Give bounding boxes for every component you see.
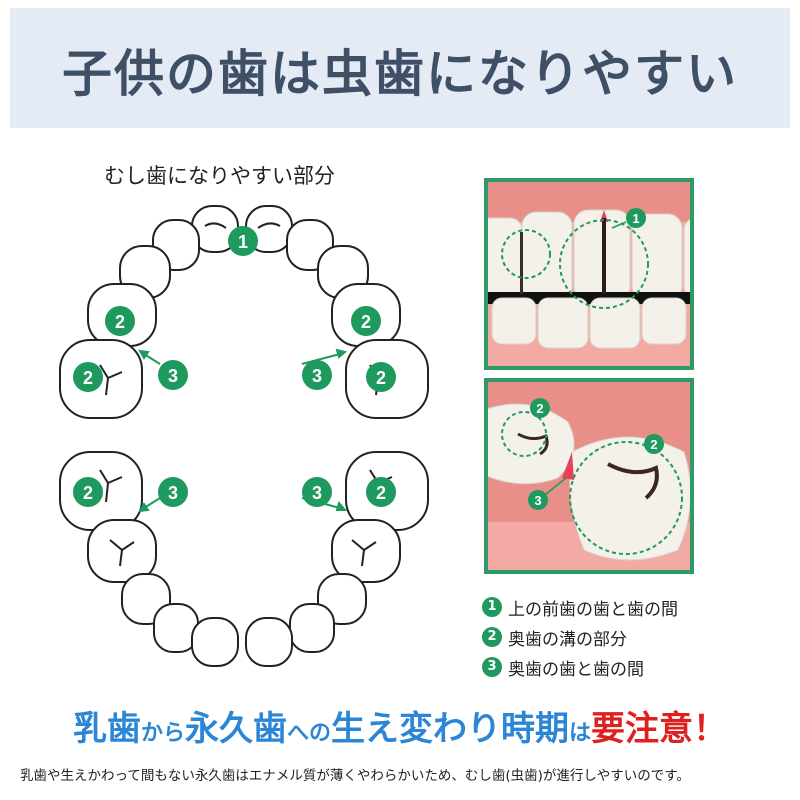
marker-3-lower-left: 3 — [158, 477, 188, 507]
marker-2-lower-left: 2 — [73, 477, 103, 507]
header-banner: 子供の歯は虫歯になりやすい — [10, 8, 790, 128]
marker-3-lower-right: 3 — [302, 477, 332, 507]
footnote-text: 乳歯や生えかわって間もない永久歯はエナメル質が薄くやわらかいため、むし歯(虫歯)… — [20, 768, 690, 784]
marker-2-label: 2 — [361, 312, 371, 332]
marker-2-label: 2 — [650, 437, 657, 452]
slogan-part: 生え変わり時期 — [331, 709, 569, 749]
marker-2-label: 2 — [83, 368, 93, 388]
slogan-part: から — [140, 721, 185, 746]
marker-1: 1 — [228, 226, 258, 256]
tooth — [331, 519, 401, 583]
front-teeth-illustration: 1 — [484, 178, 694, 370]
legend: 1 上の前歯の歯と歯の間 2 奥歯の溝の部分 3 奥歯の歯と歯の間 — [482, 592, 678, 682]
legend-number-badge: 1 — [482, 597, 502, 617]
marker-1-label: 1 — [632, 211, 639, 226]
marker-3-label: 3 — [312, 366, 322, 386]
marker-2-label: 2 — [376, 483, 386, 503]
dental-arch-diagram: 1 2 2 3 2 2 3 2 3 2 3 — [59, 205, 429, 667]
legend-number-badge: 3 — [482, 657, 502, 677]
marker-3-label: 3 — [168, 366, 178, 386]
marker-2-label: 2 — [536, 401, 543, 416]
marker-2-upper-right-molar: 2 — [366, 362, 396, 392]
warning-slogan: 乳歯から永久歯への生え変わり時期は要注意！ — [0, 701, 800, 750]
back-teeth-illustration: 2 2 3 — [484, 378, 694, 574]
marker-2-upper-left: 2 — [105, 306, 135, 336]
tooth — [289, 603, 335, 653]
slogan-part: 永久歯 — [184, 709, 287, 749]
diagram-title: むし歯になりやすい部分 — [104, 164, 335, 188]
slogan-part: への — [286, 721, 331, 746]
legend-item: 3 奥歯の歯と歯の間 — [482, 652, 678, 682]
marker-2-upper-left-molar: 2 — [73, 362, 103, 392]
legend-item-label: 奥歯の歯と歯の間 — [508, 659, 644, 680]
marker-1-label: 1 — [238, 232, 248, 252]
marker-2-label: 2 — [115, 312, 125, 332]
marker-3-label: 3 — [534, 493, 541, 508]
legend-item-label: 奥歯の溝の部分 — [508, 629, 627, 650]
legend-number-badge: 2 — [482, 627, 502, 647]
marker-3-label: 3 — [312, 483, 322, 503]
legend-item-label: 上の前歯の歯と歯の間 — [508, 599, 678, 620]
slogan-part: 乳歯 — [72, 709, 141, 749]
marker-2-label: 2 — [376, 368, 386, 388]
marker-2-lower-right: 2 — [366, 477, 396, 507]
legend-item: 1 上の前歯の歯と歯の間 — [482, 592, 678, 622]
marker-3-upper-left: 3 — [158, 360, 188, 390]
marker-2-label: 2 — [83, 483, 93, 503]
marker-2-upper-right: 2 — [351, 306, 381, 336]
tooth — [245, 617, 293, 667]
slogan-part: は — [569, 721, 592, 746]
legend-item: 2 奥歯の溝の部分 — [482, 622, 678, 652]
slogan-warning: 要注意！ — [591, 709, 728, 749]
marker-3-upper-right: 3 — [302, 360, 332, 390]
page-title: 子供の歯は虫歯になりやすい — [62, 45, 738, 103]
marker-3-label: 3 — [168, 483, 178, 503]
tooth — [191, 617, 239, 667]
